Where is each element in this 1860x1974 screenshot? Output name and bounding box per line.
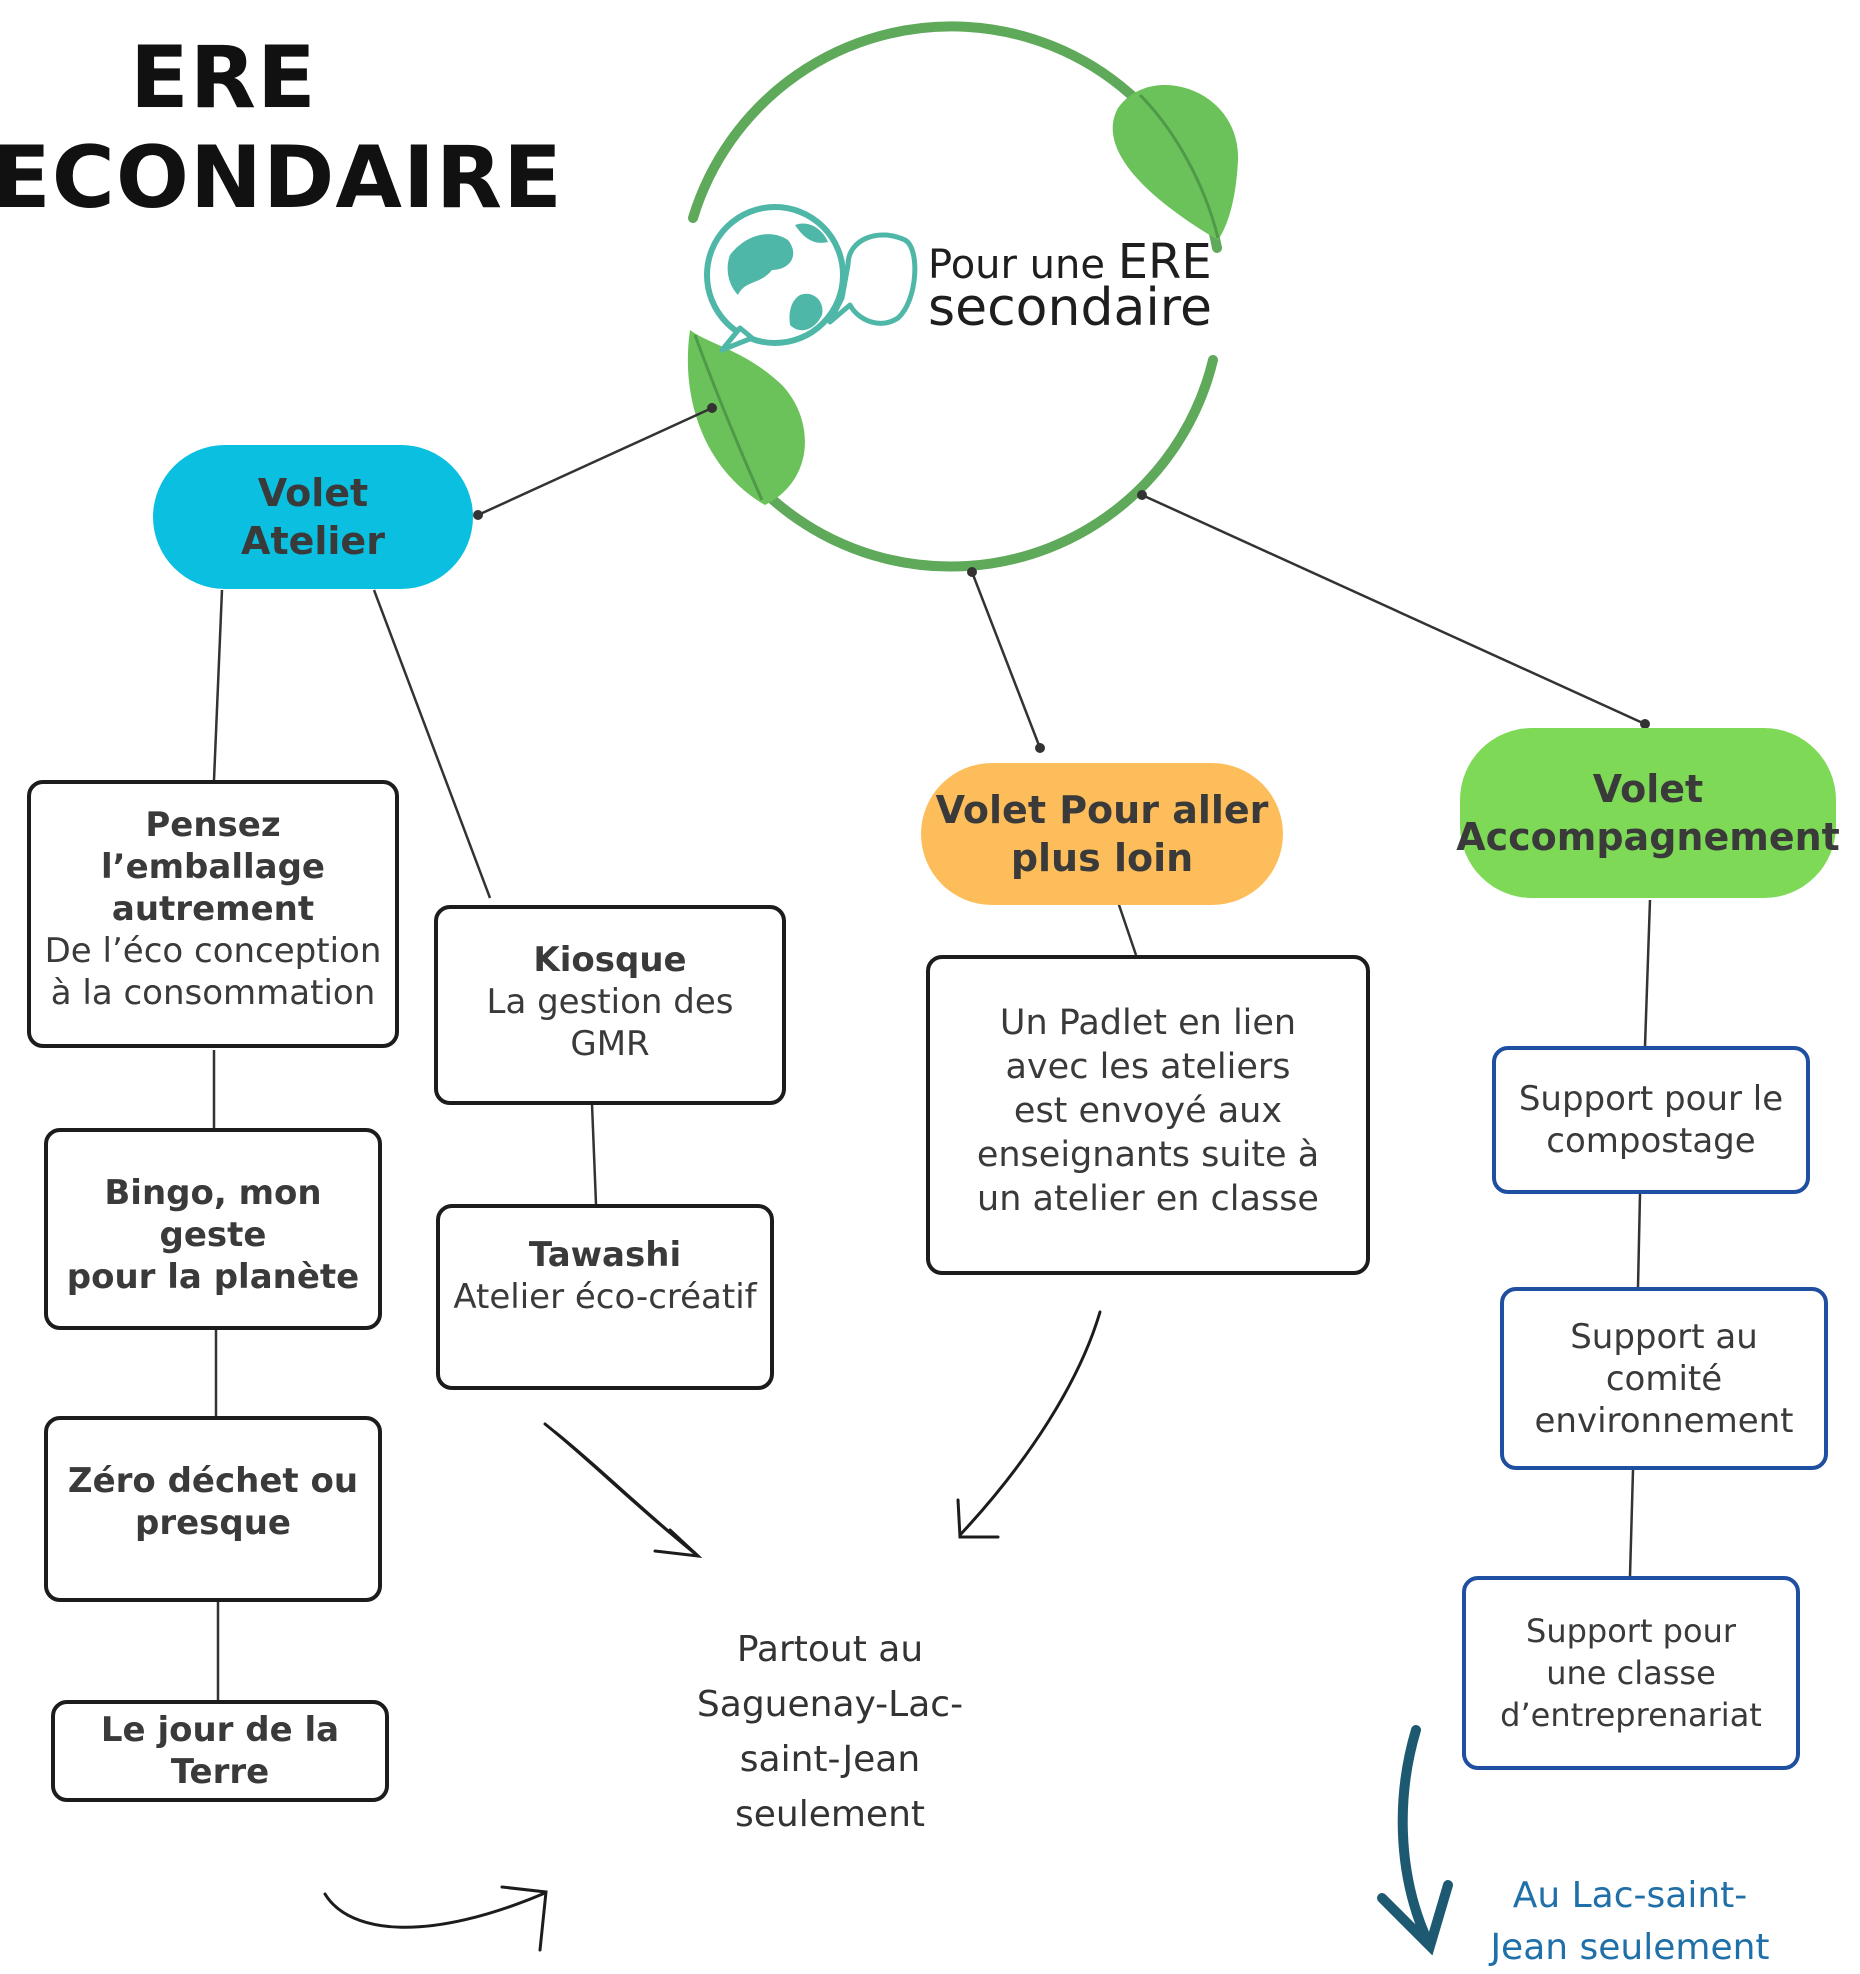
logo-big-text: ERE [1117,234,1212,290]
padlet-line-4: enseignants suite à [976,1135,1320,1175]
padlet-line-5: un atelier en classe [977,1179,1319,1219]
comite-line-3: environnement [1534,1400,1794,1441]
box-compostage: Support pour le compostage [1492,1046,1810,1194]
volet-accompagnement-line-1: Volet [1592,767,1704,811]
volet-accompagnement-line-2: Accompagnement [1456,815,1840,859]
box-comite-environnement: Support au comité environnement [1500,1287,1828,1470]
leaf-top-right-vein [1138,93,1220,239]
box-kiosque: Kiosque La gestion des GMR [434,905,786,1105]
box-jour-de-la-terre: Le jour de la Terre [51,1700,389,1802]
box-bingo: Bingo, mon geste pour la planète [44,1128,382,1330]
box-bingo-bold-2: pour la planète [66,1257,360,1297]
volet-accompagnement: Volet Accompagnement [1456,728,1840,898]
box-kiosque-bold-1: Kiosque [533,940,687,980]
tree-connectors [212,589,1652,1700]
box-tawashi: Tawashi Atelier éco-créatif [436,1204,774,1390]
volet-atelier-line-2: Atelier [241,519,385,563]
volet-atelier-line-1: Volet [257,471,369,515]
globe-chat-icon [704,204,918,353]
logo-text-line-2: secondaire [928,278,1212,338]
entreprenariat-line-1: Support pour [1526,1612,1736,1650]
box-emballage-bold-3: autrement [111,889,315,929]
logo-small-text: Pour une [928,242,1105,288]
note-lac-line-1: Au Lac-saint- [1512,1875,1748,1916]
logo-text-line-1: Pour une ERE [928,232,1212,295]
leaf-top-right [1112,85,1239,240]
box-terre-bold-1: Le jour de la Terre [100,1710,340,1792]
box-zero-dechet: Zéro déchet ou presque [44,1416,382,1602]
note-saguenay-line-3: saint-Jean [739,1739,921,1780]
volet-pour-aller-plus-loin: Volet Pour aller plus loin [921,763,1283,905]
note-lac-saint-jean: Au Lac-saint- Jean seulement [1460,1870,1800,1974]
box-emballage-bold-1: Pensez [145,805,281,845]
box-bingo-bold-1: Bingo, mon geste [104,1173,322,1255]
comite-line-2: comité [1605,1358,1723,1399]
note-saguenay-line-4: seulement [734,1794,926,1835]
padlet-line-3: est envoyé aux [1013,1091,1283,1131]
box-emballage-text-1: De l’éco conception [44,931,382,971]
entreprenariat-line-3: d’entreprenariat [1500,1696,1762,1734]
arrow-to-saguenay-right [956,1310,1102,1539]
box-emballage-text-2: à la consommation [50,973,376,1013]
box-tawashi-bold-1: Tawashi [528,1235,682,1275]
padlet-line-2: avec les ateliers [1005,1047,1291,1087]
volet-plus-loin-line-1: Volet Pour aller [935,788,1269,832]
ring-connectors [477,406,1646,749]
entreprenariat-line-2: une classe [1546,1654,1716,1692]
title-line-1: ERE [130,28,317,128]
volet-plus-loin-line-2: plus loin [1010,836,1194,880]
arrow-to-lac-saint-jean [1377,1725,1453,1956]
box-zero-bold-1: Zéro déchet ou [67,1461,359,1501]
note-saguenay-line-1: Partout au [736,1629,924,1670]
padlet-line-1: Un Padlet en lien [999,1003,1297,1043]
comite-line-1: Support au [1570,1316,1758,1357]
box-emballage: Pensez l’emballage autrement De l’éco co… [27,780,399,1048]
box-emballage-bold-2: l’emballage [101,847,325,887]
arrow-to-saguenay-left [543,1422,703,1559]
title-line-2: ECONDAIRE [0,128,563,228]
note-saguenay: Partout au Saguenay-Lac- saint-Jean seul… [640,1622,1020,1842]
box-kiosque-text-2: GMR [570,1024,650,1064]
arrow-bottom-left-curve [323,1885,548,1952]
connector-dots [473,403,1650,753]
box-kiosque-text-1: La gestion des [486,982,734,1022]
compostage-line-1: Support pour le [1518,1079,1784,1119]
box-zero-bold-2: presque [134,1503,291,1543]
box-tawashi-text-1: Atelier éco-créatif [453,1277,757,1317]
compostage-line-2: compostage [1546,1121,1756,1161]
leaf-bottom-left [687,330,805,505]
note-lac-line-2: Jean seulement [1490,1927,1770,1968]
leaf-bottom-left-vein [693,334,764,501]
box-entreprenariat: Support pour une classe d’entreprenariat [1462,1576,1800,1770]
note-saguenay-line-2: Saguenay-Lac- [696,1684,964,1725]
volet-atelier: Volet Atelier [153,445,473,589]
box-padlet: Un Padlet en lien avec les ateliers est … [926,955,1370,1275]
